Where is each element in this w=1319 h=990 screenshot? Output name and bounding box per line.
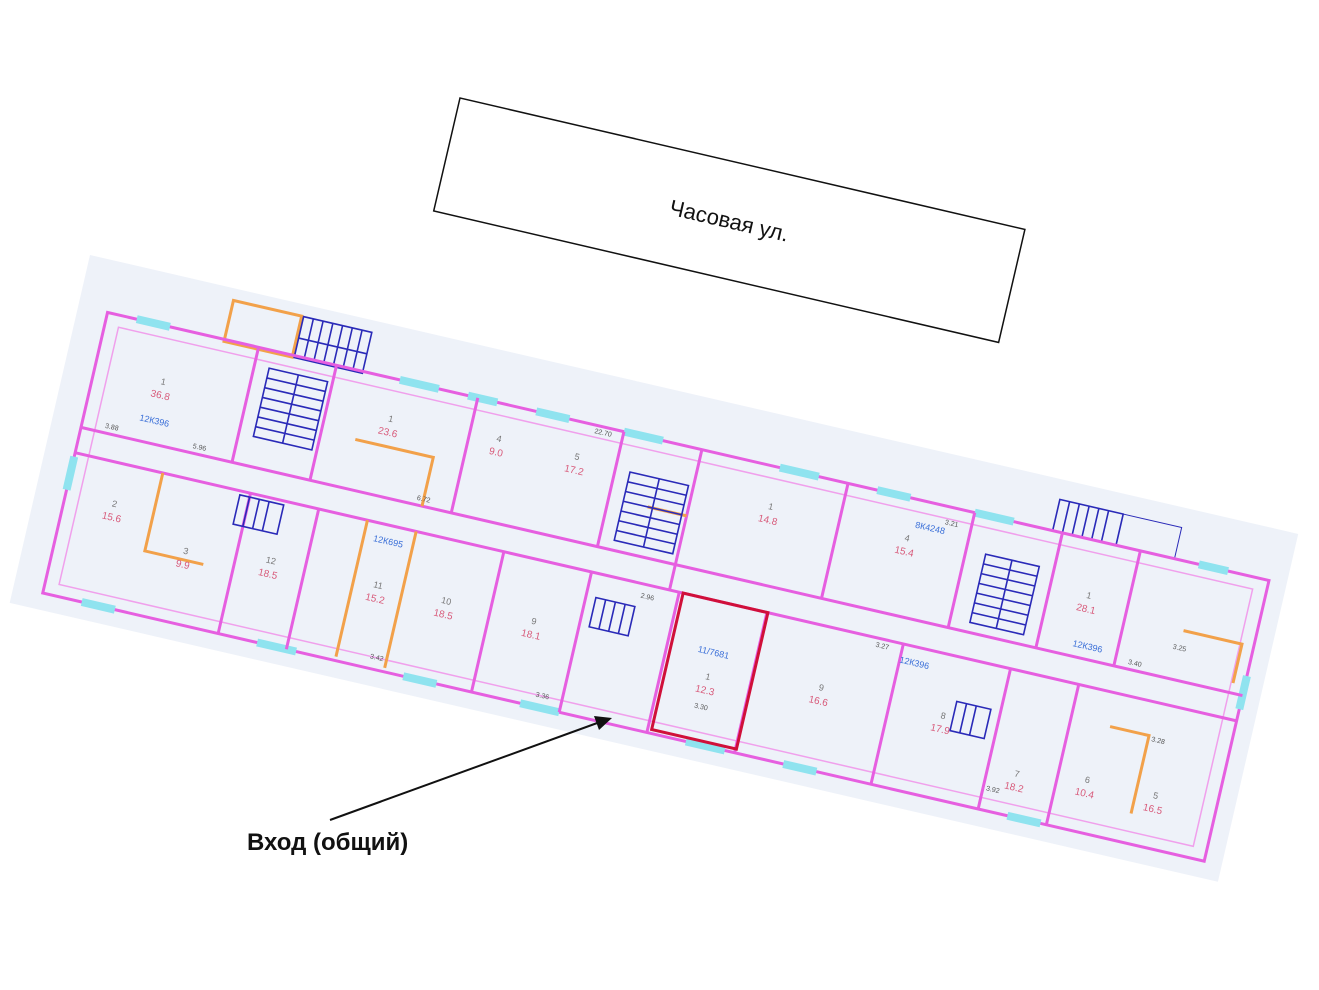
svg-text:4: 4 <box>496 433 503 444</box>
svg-text:3.92: 3.92 <box>985 785 1000 795</box>
svg-text:3.27: 3.27 <box>875 642 890 652</box>
svg-text:1: 1 <box>160 376 167 387</box>
room-label: 918.1 <box>520 616 542 643</box>
svg-text:14.8: 14.8 <box>757 513 779 528</box>
svg-text:18.1: 18.1 <box>520 628 542 643</box>
stairs-icon <box>252 367 329 451</box>
entrance-label: Вход (общий) <box>247 829 408 856</box>
stairs-icon <box>232 493 992 740</box>
svg-text:1: 1 <box>704 671 711 682</box>
svg-text:7: 7 <box>1013 768 1020 779</box>
arrowhead-icon <box>594 716 612 730</box>
room-label: 517.2 <box>563 451 585 478</box>
svg-text:28.1: 28.1 <box>1075 602 1097 617</box>
svg-text:3.30: 3.30 <box>693 703 708 713</box>
highlighted-room[interactable] <box>649 591 770 751</box>
room-label: 123.6 <box>377 413 399 440</box>
svg-text:17.9: 17.9 <box>929 722 951 737</box>
stairs-icon <box>613 471 690 555</box>
stairs-icon <box>293 315 373 375</box>
room-label: 39.9 <box>175 546 191 573</box>
room-label: 516.5 <box>1142 790 1164 817</box>
svg-text:3.40: 3.40 <box>1127 659 1142 669</box>
svg-text:9: 9 <box>818 682 825 693</box>
plan-background <box>9 255 1299 882</box>
svg-text:36.8: 36.8 <box>149 388 171 403</box>
svg-text:3.28: 3.28 <box>1151 736 1166 746</box>
svg-text:5: 5 <box>1152 790 1159 801</box>
street-box: Часовая ул. <box>432 97 1026 344</box>
svg-text:12: 12 <box>265 555 277 567</box>
svg-text:9.0: 9.0 <box>488 446 504 460</box>
svg-text:17.2: 17.2 <box>563 463 585 478</box>
room-label: 610.4 <box>1074 774 1096 801</box>
svg-text:5: 5 <box>574 451 581 462</box>
svg-text:2.96: 2.96 <box>640 593 655 603</box>
svg-text:3.25: 3.25 <box>1172 644 1187 654</box>
svg-text:4: 4 <box>904 533 911 544</box>
svg-text:18.2: 18.2 <box>1003 780 1025 795</box>
svg-text:18.5: 18.5 <box>432 608 454 623</box>
dimension-labels: 3.88 5.96 6.72 22.70 3.30 3.92 3.42 3.36… <box>104 423 1187 795</box>
svg-text:9: 9 <box>530 616 537 627</box>
svg-text:18.5: 18.5 <box>257 567 279 582</box>
svg-text:5.96: 5.96 <box>192 443 207 453</box>
svg-text:1: 1 <box>387 413 394 424</box>
svg-text:8: 8 <box>940 710 947 721</box>
svg-text:3: 3 <box>182 546 189 557</box>
corridor-walls <box>74 425 1243 723</box>
svg-text:16.5: 16.5 <box>1142 802 1164 817</box>
svg-text:22.70: 22.70 <box>594 428 613 439</box>
svg-text:15.4: 15.4 <box>893 545 915 560</box>
svg-text:6: 6 <box>1084 774 1091 785</box>
svg-text:1: 1 <box>1085 590 1092 601</box>
room-label: 916.6 <box>807 682 829 709</box>
svg-text:10.4: 10.4 <box>1074 786 1096 801</box>
svg-text:3.36: 3.36 <box>535 692 550 702</box>
svg-text:6.72: 6.72 <box>416 495 431 505</box>
svg-text:15.2: 15.2 <box>364 592 386 607</box>
svg-text:12.3: 12.3 <box>694 683 716 698</box>
svg-text:3.88: 3.88 <box>104 423 119 433</box>
svg-text:16.6: 16.6 <box>807 694 829 709</box>
svg-text:10: 10 <box>440 595 452 607</box>
svg-text:3.21: 3.21 <box>944 519 959 529</box>
room-label: 215.6 <box>101 498 123 526</box>
entrance-arrow <box>329 716 612 821</box>
windows <box>62 315 1251 828</box>
room-label: 718.2 <box>1003 768 1025 795</box>
svg-text:1: 1 <box>767 501 774 512</box>
room-label: 114.8 <box>757 501 779 528</box>
svg-text:11: 11 <box>372 579 383 591</box>
svg-text:15.6: 15.6 <box>101 511 123 526</box>
room-label: 49.0 <box>488 433 504 460</box>
svg-text:23.6: 23.6 <box>377 425 399 440</box>
svg-text:2: 2 <box>111 498 118 509</box>
svg-text:9.9: 9.9 <box>175 558 191 572</box>
stairs-icon <box>968 553 1041 636</box>
svg-text:3.42: 3.42 <box>369 653 384 663</box>
